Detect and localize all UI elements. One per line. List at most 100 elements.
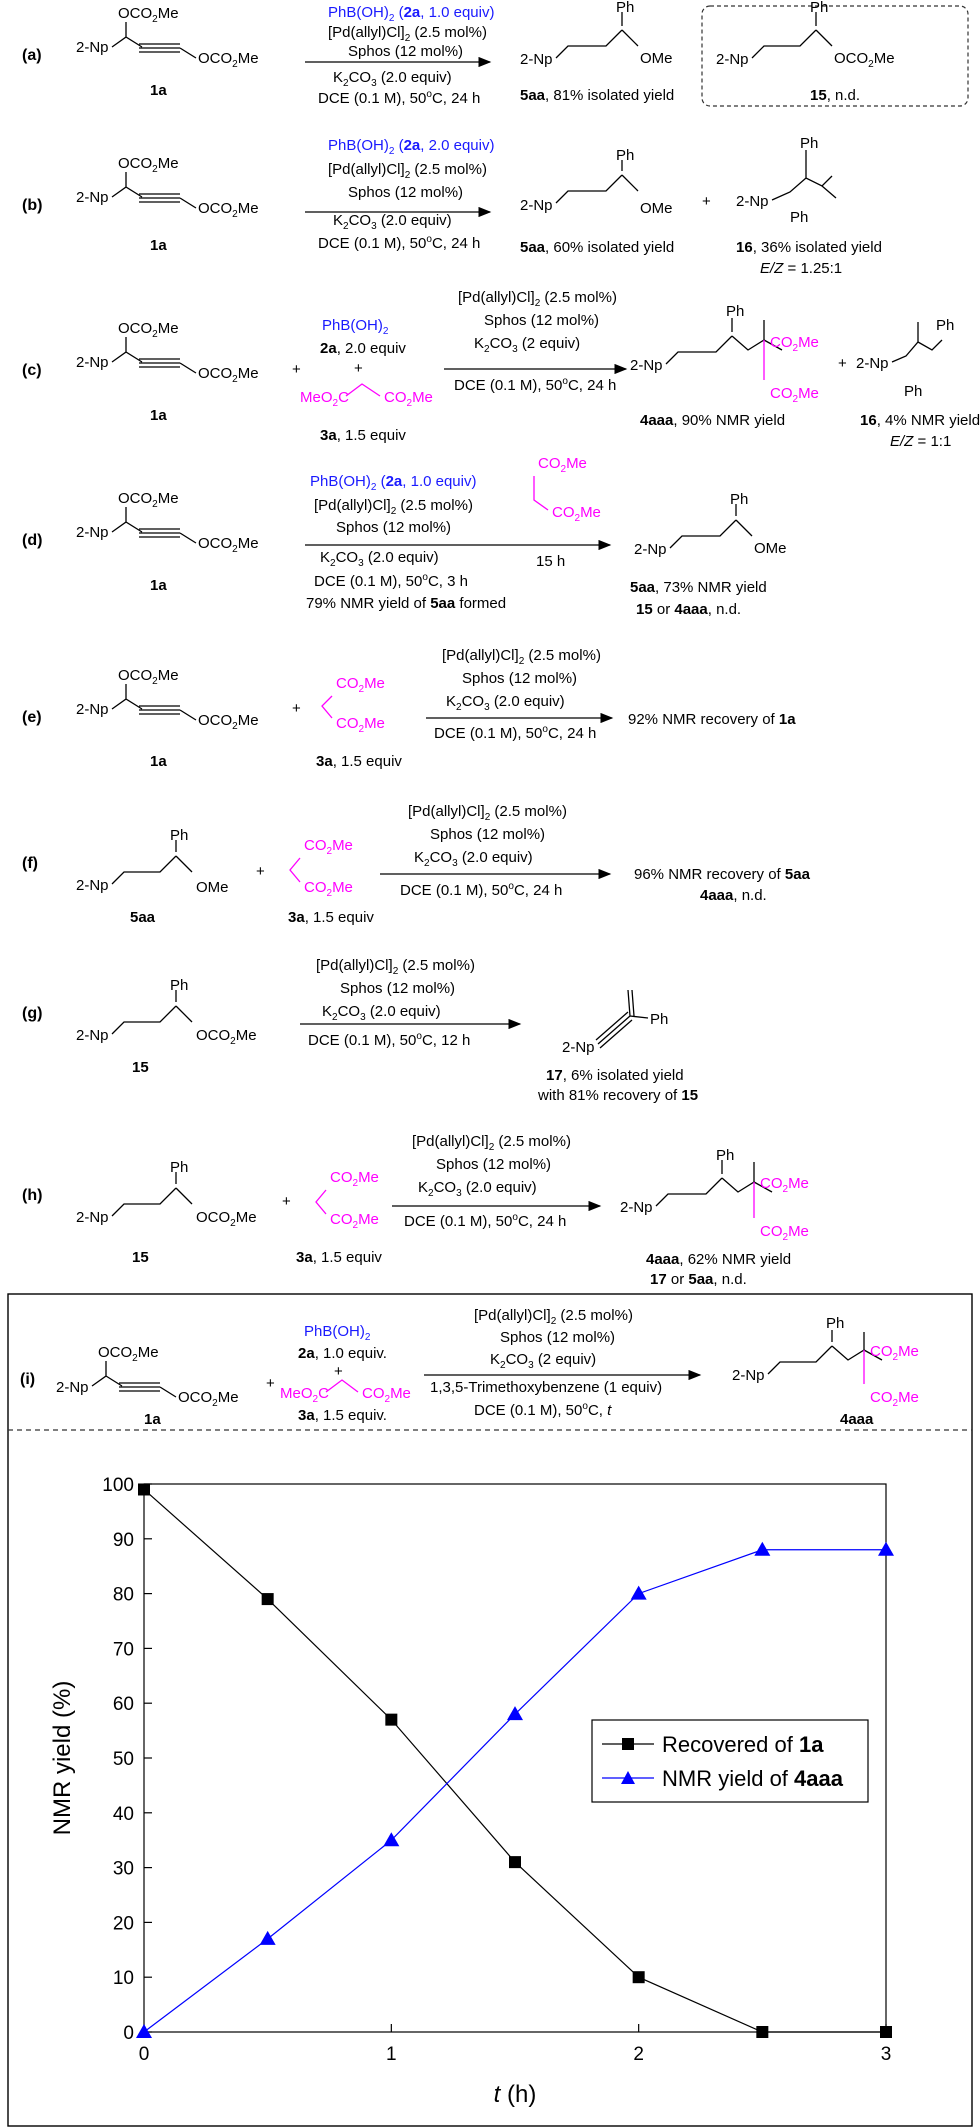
svg-text:3a, 1.5 equiv: 3a, 1.5 equiv <box>316 753 402 770</box>
svg-text:E/Z = 1:1: E/Z = 1:1 <box>890 433 951 450</box>
svg-text:[Pd(allyl)Cl]2 (2.5 mol%): [Pd(allyl)Cl]2 (2.5 mol%) <box>328 161 487 181</box>
data-point-triangle <box>507 1706 523 1721</box>
svg-text:CO2Me: CO2Me <box>760 1223 809 1243</box>
svg-text:96% NMR recovery of 5aa: 96% NMR recovery of 5aa <box>634 866 811 883</box>
svg-text:[Pd(allyl)Cl]2 (2.5 mol%): [Pd(allyl)Cl]2 (2.5 mol%) <box>458 289 617 309</box>
y-tick-label: 10 <box>113 1968 134 1989</box>
scheme-c: (c) 2-Np OCO2Me OCO2Me 1a + PhB(OH)2 2a,… <box>22 289 980 450</box>
svg-text:K2CO3 (2 equiv): K2CO3 (2 equiv) <box>490 1351 596 1371</box>
x-tick-label: 0 <box>139 2044 150 2065</box>
svg-text:DCE (0.1 M), 50oC, 3 h: DCE (0.1 M), 50oC, 3 h <box>314 572 468 590</box>
svg-text:OCO2Me: OCO2Me <box>196 1027 257 1047</box>
svg-text:OCO2Me: OCO2Me <box>198 712 259 732</box>
svg-text:PhB(OH)2 (2a, 1.0 equiv): PhB(OH)2 (2a, 1.0 equiv) <box>328 4 494 24</box>
data-point-square <box>632 1971 645 1984</box>
svg-text:Sphos (12 mol%): Sphos (12 mol%) <box>462 670 577 687</box>
svg-text:[Pd(allyl)Cl]2 (2.5 mol%): [Pd(allyl)Cl]2 (2.5 mol%) <box>408 803 567 823</box>
svg-text:1a: 1a <box>150 237 167 254</box>
svg-text:CO2Me: CO2Me <box>304 879 353 899</box>
legend: Recovered of 1a NMR yield of 4aaa <box>591 1719 869 1803</box>
legend-marker-triangle <box>621 1771 635 1784</box>
x-tick-label: 2 <box>633 2044 644 2065</box>
svg-text:K2CO3 (2.0 equiv): K2CO3 (2.0 equiv) <box>333 69 452 89</box>
svg-text:Ph: Ph <box>726 303 744 320</box>
svg-text:15: 15 <box>132 1249 149 1266</box>
svg-text:OCO2Me: OCO2Me <box>118 490 179 510</box>
svg-text:Ph: Ph <box>810 0 828 16</box>
data-point-square <box>138 1483 150 1496</box>
scheme-d: (d) 2-Np OCO2Me OCO2Me 1a PhB(OH)2 (2a, … <box>22 455 787 618</box>
svg-text:CO2Me: CO2Me <box>336 715 385 735</box>
scheme-b: (b) 2-Np OCO2Me OCO2Me 1a PhB(OH)2 (2a, … <box>22 135 882 277</box>
svg-text:K2CO3 (2.0 equiv): K2CO3 (2.0 equiv) <box>414 849 533 869</box>
structure-5aa: 2-Np Ph OMe 5aa, 81% isolated yield <box>520 0 674 104</box>
svg-text:[Pd(allyl)Cl]2 (2.5 mol%): [Pd(allyl)Cl]2 (2.5 mol%) <box>412 1133 571 1153</box>
svg-text:OCO2Me: OCO2Me <box>98 1344 159 1364</box>
svg-text:17 or 5aa, n.d.: 17 or 5aa, n.d. <box>650 1271 747 1288</box>
svg-text:2-Np: 2-Np <box>716 51 749 68</box>
svg-text:DCE (0.1 M), 50oC, 24 h: DCE (0.1 M), 50oC, 24 h <box>434 724 596 742</box>
svg-text:DCE (0.1 M), 50oC, 24 h: DCE (0.1 M), 50oC, 24 h <box>400 881 562 899</box>
svg-text:Ph: Ph <box>936 317 954 334</box>
svg-text:+: + <box>292 700 301 717</box>
svg-text:PhB(OH)2: PhB(OH)2 <box>304 1323 371 1343</box>
data-point-square <box>385 1713 398 1726</box>
y-tick-label: 80 <box>113 1585 134 1606</box>
svg-text:+: + <box>838 355 847 372</box>
svg-text:5aa, 73% NMR yield: 5aa, 73% NMR yield <box>630 579 767 596</box>
svg-text:Ph: Ph <box>826 1315 844 1332</box>
label-a: (a) <box>22 47 42 64</box>
svg-text:4aaa, 62% NMR yield: 4aaa, 62% NMR yield <box>646 1251 791 1268</box>
svg-text:+: + <box>354 360 363 377</box>
svg-text:K2CO3 (2.0 equiv): K2CO3 (2.0 equiv) <box>418 1179 537 1199</box>
svg-text:[Pd(allyl)Cl]2 (2.5 mol%): [Pd(allyl)Cl]2 (2.5 mol%) <box>328 24 487 44</box>
svg-text:Ph: Ph <box>170 827 188 844</box>
svg-text:CO2Me: CO2Me <box>538 455 587 475</box>
y-tick-label: 100 <box>102 1475 134 1496</box>
svg-text:DCE (0.1 M), 50oC, 12 h: DCE (0.1 M), 50oC, 12 h <box>308 1031 470 1049</box>
y-tick-label: 50 <box>113 1749 134 1770</box>
svg-text:DCE (0.1 M), 50oC, 24 h: DCE (0.1 M), 50oC, 24 h <box>318 234 480 252</box>
svg-text:1a: 1a <box>150 577 167 594</box>
data-point-triangle <box>259 1930 276 1945</box>
svg-text:K2CO3 (2.0 equiv): K2CO3 (2.0 equiv) <box>320 549 439 569</box>
svg-text:OCO2Me: OCO2Me <box>196 1209 257 1229</box>
svg-text:[Pd(allyl)Cl]2 (2.5 mol%): [Pd(allyl)Cl]2 (2.5 mol%) <box>314 497 473 517</box>
svg-text:OCO2Me: OCO2Me <box>198 535 259 555</box>
data-point-square <box>509 1856 521 1869</box>
svg-text:+: + <box>282 1193 291 1210</box>
svg-text:3a, 1.5 equiv: 3a, 1.5 equiv <box>296 1249 382 1266</box>
data-point-triangle <box>630 1585 647 1600</box>
scheme-a: (a) 2-Np OCO2Me OCO2Me 1a PhB(OH)2 (2a, … <box>22 0 969 107</box>
svg-text:1a: 1a <box>144 1411 161 1428</box>
y-tick-label: 30 <box>113 1859 134 1880</box>
svg-text:1a: 1a <box>150 82 167 99</box>
svg-text:3a, 1.5 equiv: 3a, 1.5 equiv <box>288 909 374 926</box>
svg-text:K2CO3 (2.0 equiv): K2CO3 (2.0 equiv) <box>333 212 452 232</box>
svg-text:Sphos (12 mol%): Sphos (12 mol%) <box>436 1156 551 1173</box>
svg-text:DCE (0.1 M), 50oC, t: DCE (0.1 M), 50oC, t <box>474 1401 612 1419</box>
svg-text:2-Np: 2-Np <box>76 524 109 541</box>
svg-text:CO2Me: CO2Me <box>870 1389 919 1409</box>
svg-text:CO2Me: CO2Me <box>384 389 433 409</box>
svg-text:16, 36% isolated yield: 16, 36% isolated yield <box>736 239 882 256</box>
svg-text:DCE (0.1 M), 50oC, 24 h: DCE (0.1 M), 50oC, 24 h <box>318 89 480 107</box>
svg-text:PhB(OH)2: PhB(OH)2 <box>322 317 389 337</box>
svg-text:OMe: OMe <box>196 879 229 896</box>
svg-text:CO2Me: CO2Me <box>770 385 819 405</box>
svg-text:Sphos (12 mol%): Sphos (12 mol%) <box>500 1329 615 1346</box>
svg-text:2-Np: 2-Np <box>76 701 109 718</box>
y-tick-label: 60 <box>113 1694 134 1715</box>
svg-text:3a, 1.5 equiv: 3a, 1.5 equiv <box>320 427 406 444</box>
legend-series-1: Recovered of 1a <box>662 1732 824 1757</box>
svg-text:2-Np: 2-Np <box>736 193 769 210</box>
y-tick-label: 90 <box>113 1530 134 1551</box>
svg-text:CO2Me: CO2Me <box>330 1211 379 1231</box>
svg-text:5aa, 81% isolated yield: 5aa, 81% isolated yield <box>520 87 674 104</box>
svg-text:5aa, 60% isolated yield: 5aa, 60% isolated yield <box>520 239 674 256</box>
structure-1a: 2-Np OCO2Me OCO2Me 1a <box>76 5 259 99</box>
svg-text:2-Np: 2-Np <box>520 51 553 68</box>
